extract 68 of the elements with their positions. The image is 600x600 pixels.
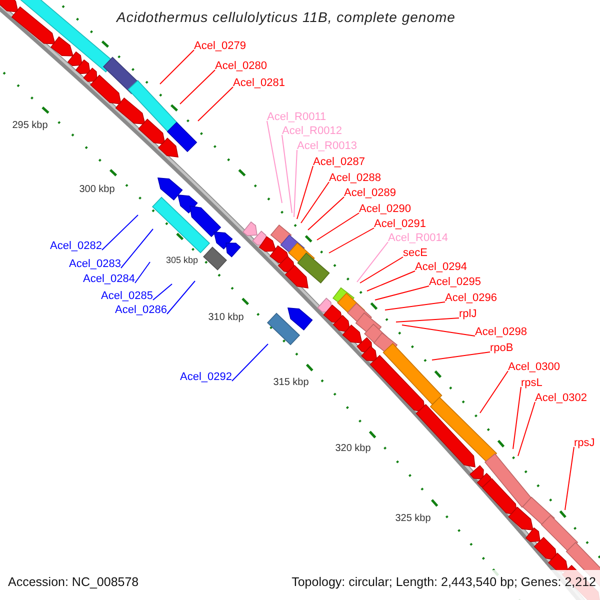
- gene-label: Acel_0295: [429, 276, 481, 289]
- gene-label: rpsJ: [574, 437, 595, 450]
- gene-label: Acel_0280: [215, 60, 267, 73]
- leader-line: [564, 446, 574, 510]
- scale-label: 315 kbp: [272, 377, 310, 389]
- leader-line: [266, 120, 282, 204]
- leader-line: [384, 302, 446, 310]
- scale-label: 305 kbp: [164, 254, 200, 266]
- leader-line: [300, 182, 330, 224]
- gene-label: rplJ: [459, 308, 477, 321]
- gene-label: Acel_0284: [83, 273, 135, 286]
- leader-line: [316, 212, 360, 240]
- leader-line: [402, 324, 476, 336]
- leader-line: [366, 270, 416, 292]
- leader-line: [152, 284, 172, 300]
- scale-label: 295 kbp: [11, 120, 49, 132]
- scale-label: 310 kbp: [207, 312, 245, 324]
- gene-label: Acel_0300: [508, 361, 560, 374]
- gene-label: Acel_0290: [359, 203, 411, 216]
- leader-line: [134, 262, 150, 284]
- leader-line: [102, 214, 138, 250]
- scale-label: 320 kbp: [334, 443, 372, 455]
- scale-label: 325 kbp: [394, 513, 432, 525]
- diagram-title: Acidothermus cellulolyticus 11B, complete genome: [115, 9, 456, 25]
- accession-label: Accession: NC_008578: [8, 574, 139, 590]
- leader-line: [198, 86, 234, 122]
- gene-label: Acel_0288: [329, 172, 381, 185]
- gene-label: Acel_0282: [50, 240, 102, 253]
- gene-label: Acel_0302: [535, 392, 587, 405]
- scale-label: 300 kbp: [78, 184, 116, 196]
- gene-label: Acel_R0013: [297, 140, 357, 153]
- leader-line: [328, 228, 374, 254]
- gene-label: secE: [403, 247, 428, 260]
- leader-line: [432, 352, 490, 360]
- gene-label: rpsL: [521, 377, 542, 390]
- leader-line: [480, 370, 508, 414]
- gene-label: Acel_0286: [115, 304, 167, 317]
- gene-label: Acel_R0011: [267, 111, 326, 124]
- leader-line: [374, 286, 430, 300]
- gene-label: Acel_0291: [374, 218, 426, 231]
- leader-line: [294, 150, 298, 218]
- gene-label: rpoB: [490, 342, 514, 355]
- gene-label: Acel_R0014: [388, 232, 448, 245]
- gene-label: Acel_0292: [180, 371, 232, 384]
- gene-label: Acel_0298: [475, 326, 527, 339]
- gene-label: Acel_0281: [233, 77, 285, 90]
- leader-line: [308, 196, 344, 230]
- leader-line: [282, 134, 292, 214]
- leader-line: [160, 50, 194, 84]
- leader-line: [296, 166, 314, 220]
- gene-label: Acel_0279: [194, 40, 246, 53]
- genome-info-label: Topology: circular; Length: 2,443,540 bp; Genes: 2,212: [292, 574, 596, 590]
- leader-line: [396, 318, 460, 322]
- leader-line: [360, 256, 404, 284]
- leader-line: [512, 386, 522, 450]
- leader-line: [166, 280, 196, 314]
- gene-label: Acel_0283: [69, 258, 121, 271]
- gene-label: Acel_R0012: [282, 125, 342, 138]
- leader-line: [120, 228, 154, 268]
- gene-label: Acel_0285: [101, 290, 153, 303]
- gene-label: Acel_0294: [415, 261, 467, 274]
- leader-line: [518, 402, 536, 456]
- leader-line: [232, 344, 268, 382]
- leader-line: [180, 70, 216, 104]
- leader-line: [356, 242, 388, 282]
- gene-label: Acel_0287: [313, 156, 365, 169]
- gene-label: Acel_0289: [344, 187, 396, 200]
- gene-label: Acel_0296: [445, 292, 497, 305]
